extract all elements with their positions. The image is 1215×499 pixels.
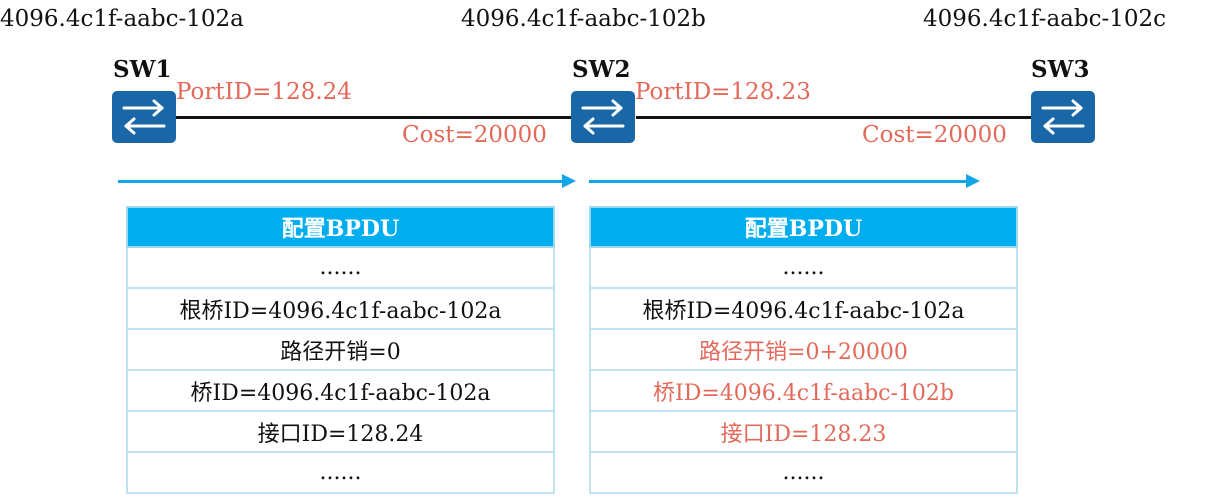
bpdu-row: ...... — [126, 246, 555, 289]
bridge-id-sw3: 4096.4c1f-aabc-102c — [923, 6, 1167, 32]
switch-icon — [1031, 91, 1095, 143]
bpdu-path-cost: 路径开销=0+20000 — [589, 328, 1018, 371]
bpdu-row: ...... — [589, 246, 1018, 289]
link-sw2-sw3 — [636, 116, 1032, 119]
link-sw1-sw2 — [176, 116, 572, 119]
bpdu-table-sw1: 配置BPDU ...... 根桥ID=4096.4c1f-aabc-102a 路… — [126, 206, 555, 494]
bpdu-bridge-id: 桥ID=4096.4c1f-aabc-102a — [126, 369, 555, 412]
bpdu-table-sw2: 配置BPDU ...... 根桥ID=4096.4c1f-aabc-102a 路… — [589, 206, 1018, 494]
switch-icon — [571, 91, 635, 143]
port-label-sw2: PortID=128.23 — [635, 79, 811, 105]
switch-name-sw1: SW1 — [113, 56, 172, 83]
bpdu-flow-arrow — [589, 174, 980, 188]
bpdu-header: 配置BPDU — [589, 206, 1018, 248]
bpdu-root-id: 根桥ID=4096.4c1f-aabc-102a — [126, 287, 555, 330]
bridge-id-sw1: 4096.4c1f-aabc-102a — [0, 6, 244, 32]
bridge-id-sw2: 4096.4c1f-aabc-102b — [461, 6, 706, 32]
bpdu-root-id: 根桥ID=4096.4c1f-aabc-102a — [589, 287, 1018, 330]
port-label-sw1: PortID=128.24 — [176, 79, 352, 105]
bpdu-bridge-id: 桥ID=4096.4c1f-aabc-102b — [589, 369, 1018, 412]
bpdu-row: ...... — [126, 451, 555, 494]
bpdu-row: ...... — [589, 451, 1018, 494]
bpdu-path-cost: 路径开销=0 — [126, 328, 555, 371]
switch-name-sw2: SW2 — [572, 56, 631, 83]
bpdu-port-id: 接口ID=128.24 — [126, 410, 555, 453]
bpdu-port-id: 接口ID=128.23 — [589, 410, 1018, 453]
switch-name-sw3: SW3 — [1031, 56, 1090, 83]
switch-icon — [112, 91, 176, 143]
bpdu-flow-arrow — [118, 174, 576, 188]
bpdu-header: 配置BPDU — [126, 206, 555, 248]
cost-label-sw3: Cost=20000 — [862, 122, 1007, 148]
cost-label-sw2: Cost=20000 — [402, 122, 547, 148]
